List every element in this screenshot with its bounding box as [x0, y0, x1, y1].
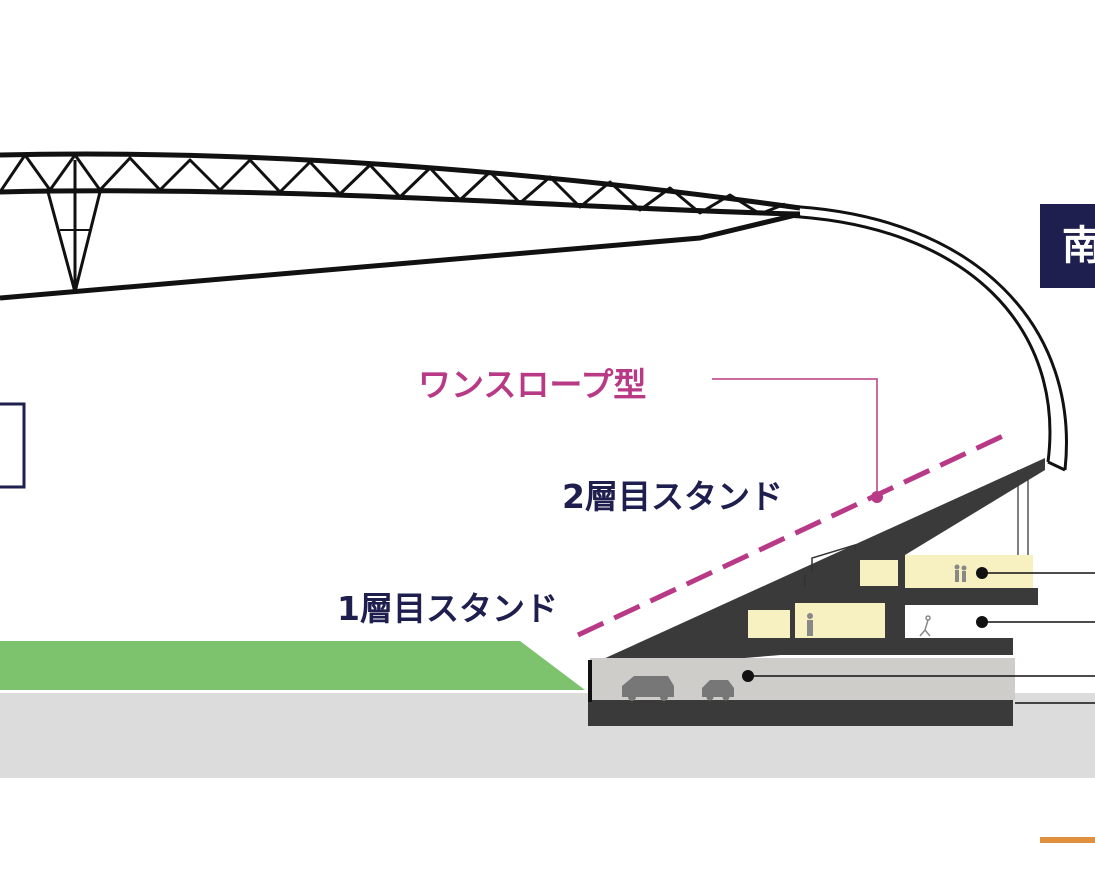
roof-curve [784, 204, 1068, 472]
south-tag: 南 [1040, 204, 1095, 288]
callout-dot [976, 616, 988, 628]
base-slab [588, 700, 1013, 726]
one-slope-leader [712, 378, 878, 497]
room-small-upper [860, 560, 898, 586]
one-slope-dot [871, 491, 883, 503]
leader-lines [748, 572, 1095, 704]
upper-floor-slab [880, 588, 1038, 605]
left-frame [0, 402, 26, 489]
seating-bowl [590, 458, 1045, 670]
callout-dot [742, 670, 754, 682]
stand-lower-label: 1層目スタンド [337, 589, 558, 628]
car-icon [622, 676, 674, 701]
accent-bar [1040, 837, 1095, 843]
person-icon [919, 615, 931, 637]
mid-floor-slab [745, 638, 1013, 655]
pitch-grass [0, 641, 585, 690]
person-icon [807, 613, 813, 636]
callout-dot [976, 567, 988, 579]
room-small-lower [748, 610, 790, 638]
stand-upper-label: 2層目スタンド [562, 477, 783, 516]
stair-railing [804, 543, 856, 586]
person-icon [954, 564, 967, 582]
one-slope-label: ワンスロープ型 [418, 365, 646, 404]
roof-truss [0, 151, 801, 301]
car-icon [702, 680, 734, 701]
